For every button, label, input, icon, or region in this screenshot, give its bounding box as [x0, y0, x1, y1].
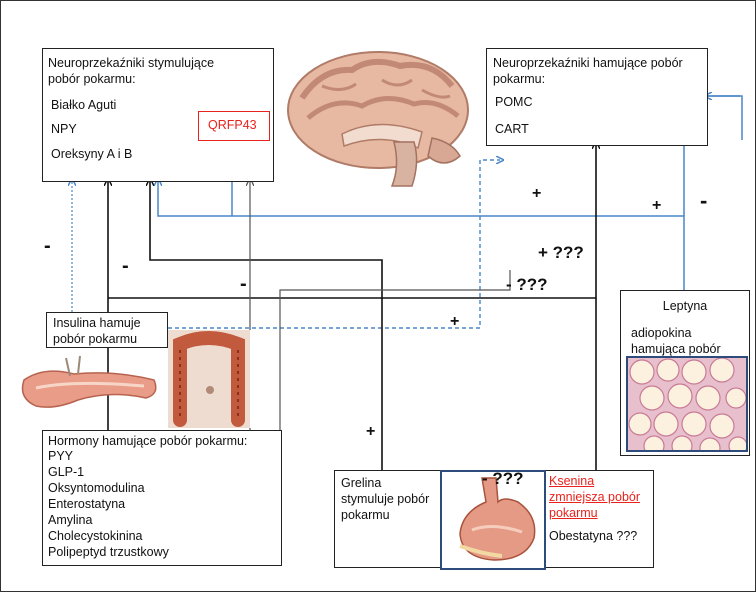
- insulin-box: Insulina hamuje pobór pokarmu: [46, 312, 168, 348]
- obestatin-label: Obestatyna ???: [549, 529, 637, 544]
- minus-sign: -: [122, 256, 129, 276]
- inhibiting-item: POMC: [495, 95, 533, 110]
- qrfp43-label: QRFP43: [208, 118, 257, 132]
- inhibiting-neurotransmitters-box: Neuroprzekaźniki hamujące pobór pokarmu:…: [486, 48, 708, 146]
- intestine-to-inhibiting-line: [280, 270, 510, 430]
- inhibiting-title: Neuroprzekaźniki hamujące pobór pokarmu:: [493, 55, 683, 87]
- intestine-frame-right: [250, 330, 254, 428]
- hormone-item: Amylina: [48, 513, 92, 528]
- stimulating-item: Oreksyny A i B: [51, 147, 132, 162]
- hormones-title: Hormony hamujące pobór pokarmu:: [48, 434, 247, 449]
- inhibiting-hormones-box: Hormony hamujące pobór pokarmu: PYY GLP-…: [42, 430, 282, 566]
- plus-sign: +: [652, 198, 661, 214]
- minus-unknown-sign: - ???: [482, 470, 524, 487]
- stimulating-item: NPY: [51, 122, 77, 137]
- hormone-item: Enterostatyna: [48, 497, 125, 512]
- plus-sign: +: [532, 186, 541, 202]
- brain-image: [282, 46, 474, 188]
- pancreas-image: [14, 350, 164, 428]
- xenin-label: Ksenina zmniejsza pobór pokarmu: [549, 473, 649, 521]
- intestine-image: [168, 330, 252, 428]
- hormone-item: Polipeptyd trzustkowy: [48, 545, 169, 560]
- hormone-item: GLP-1: [48, 465, 84, 480]
- qrfp43-box: QRFP43: [198, 111, 270, 141]
- ghrelin-label: Grelina stymuluje pobór pokarmu: [341, 475, 433, 523]
- adipose-tissue-image: [626, 356, 748, 452]
- hormone-item: Oksyntomodulina: [48, 481, 145, 496]
- plus-sign: +: [450, 314, 459, 330]
- minus-sign: -: [240, 274, 247, 294]
- hormone-item: Cholecystokinina: [48, 529, 143, 544]
- inhibiting-item: CART: [495, 122, 529, 137]
- plus-unknown-sign: + ???: [538, 244, 584, 261]
- leptin-to-stimulating-line: [158, 182, 684, 290]
- stimulating-item: Białko Aguti: [51, 98, 116, 113]
- stimulating-title: Neuroprzekaźniki stymulujące pobór pokar…: [48, 55, 238, 87]
- hormone-item: PYY: [48, 449, 73, 464]
- minus-sign: -: [44, 236, 51, 256]
- minus-sign: -: [700, 190, 707, 212]
- minus-unknown-sign: - ???: [506, 276, 548, 293]
- leptin-title: Leptyna: [621, 299, 749, 314]
- plus-sign: +: [366, 424, 375, 440]
- insulin-label: Insulina hamuje pobór pokarmu: [53, 315, 163, 347]
